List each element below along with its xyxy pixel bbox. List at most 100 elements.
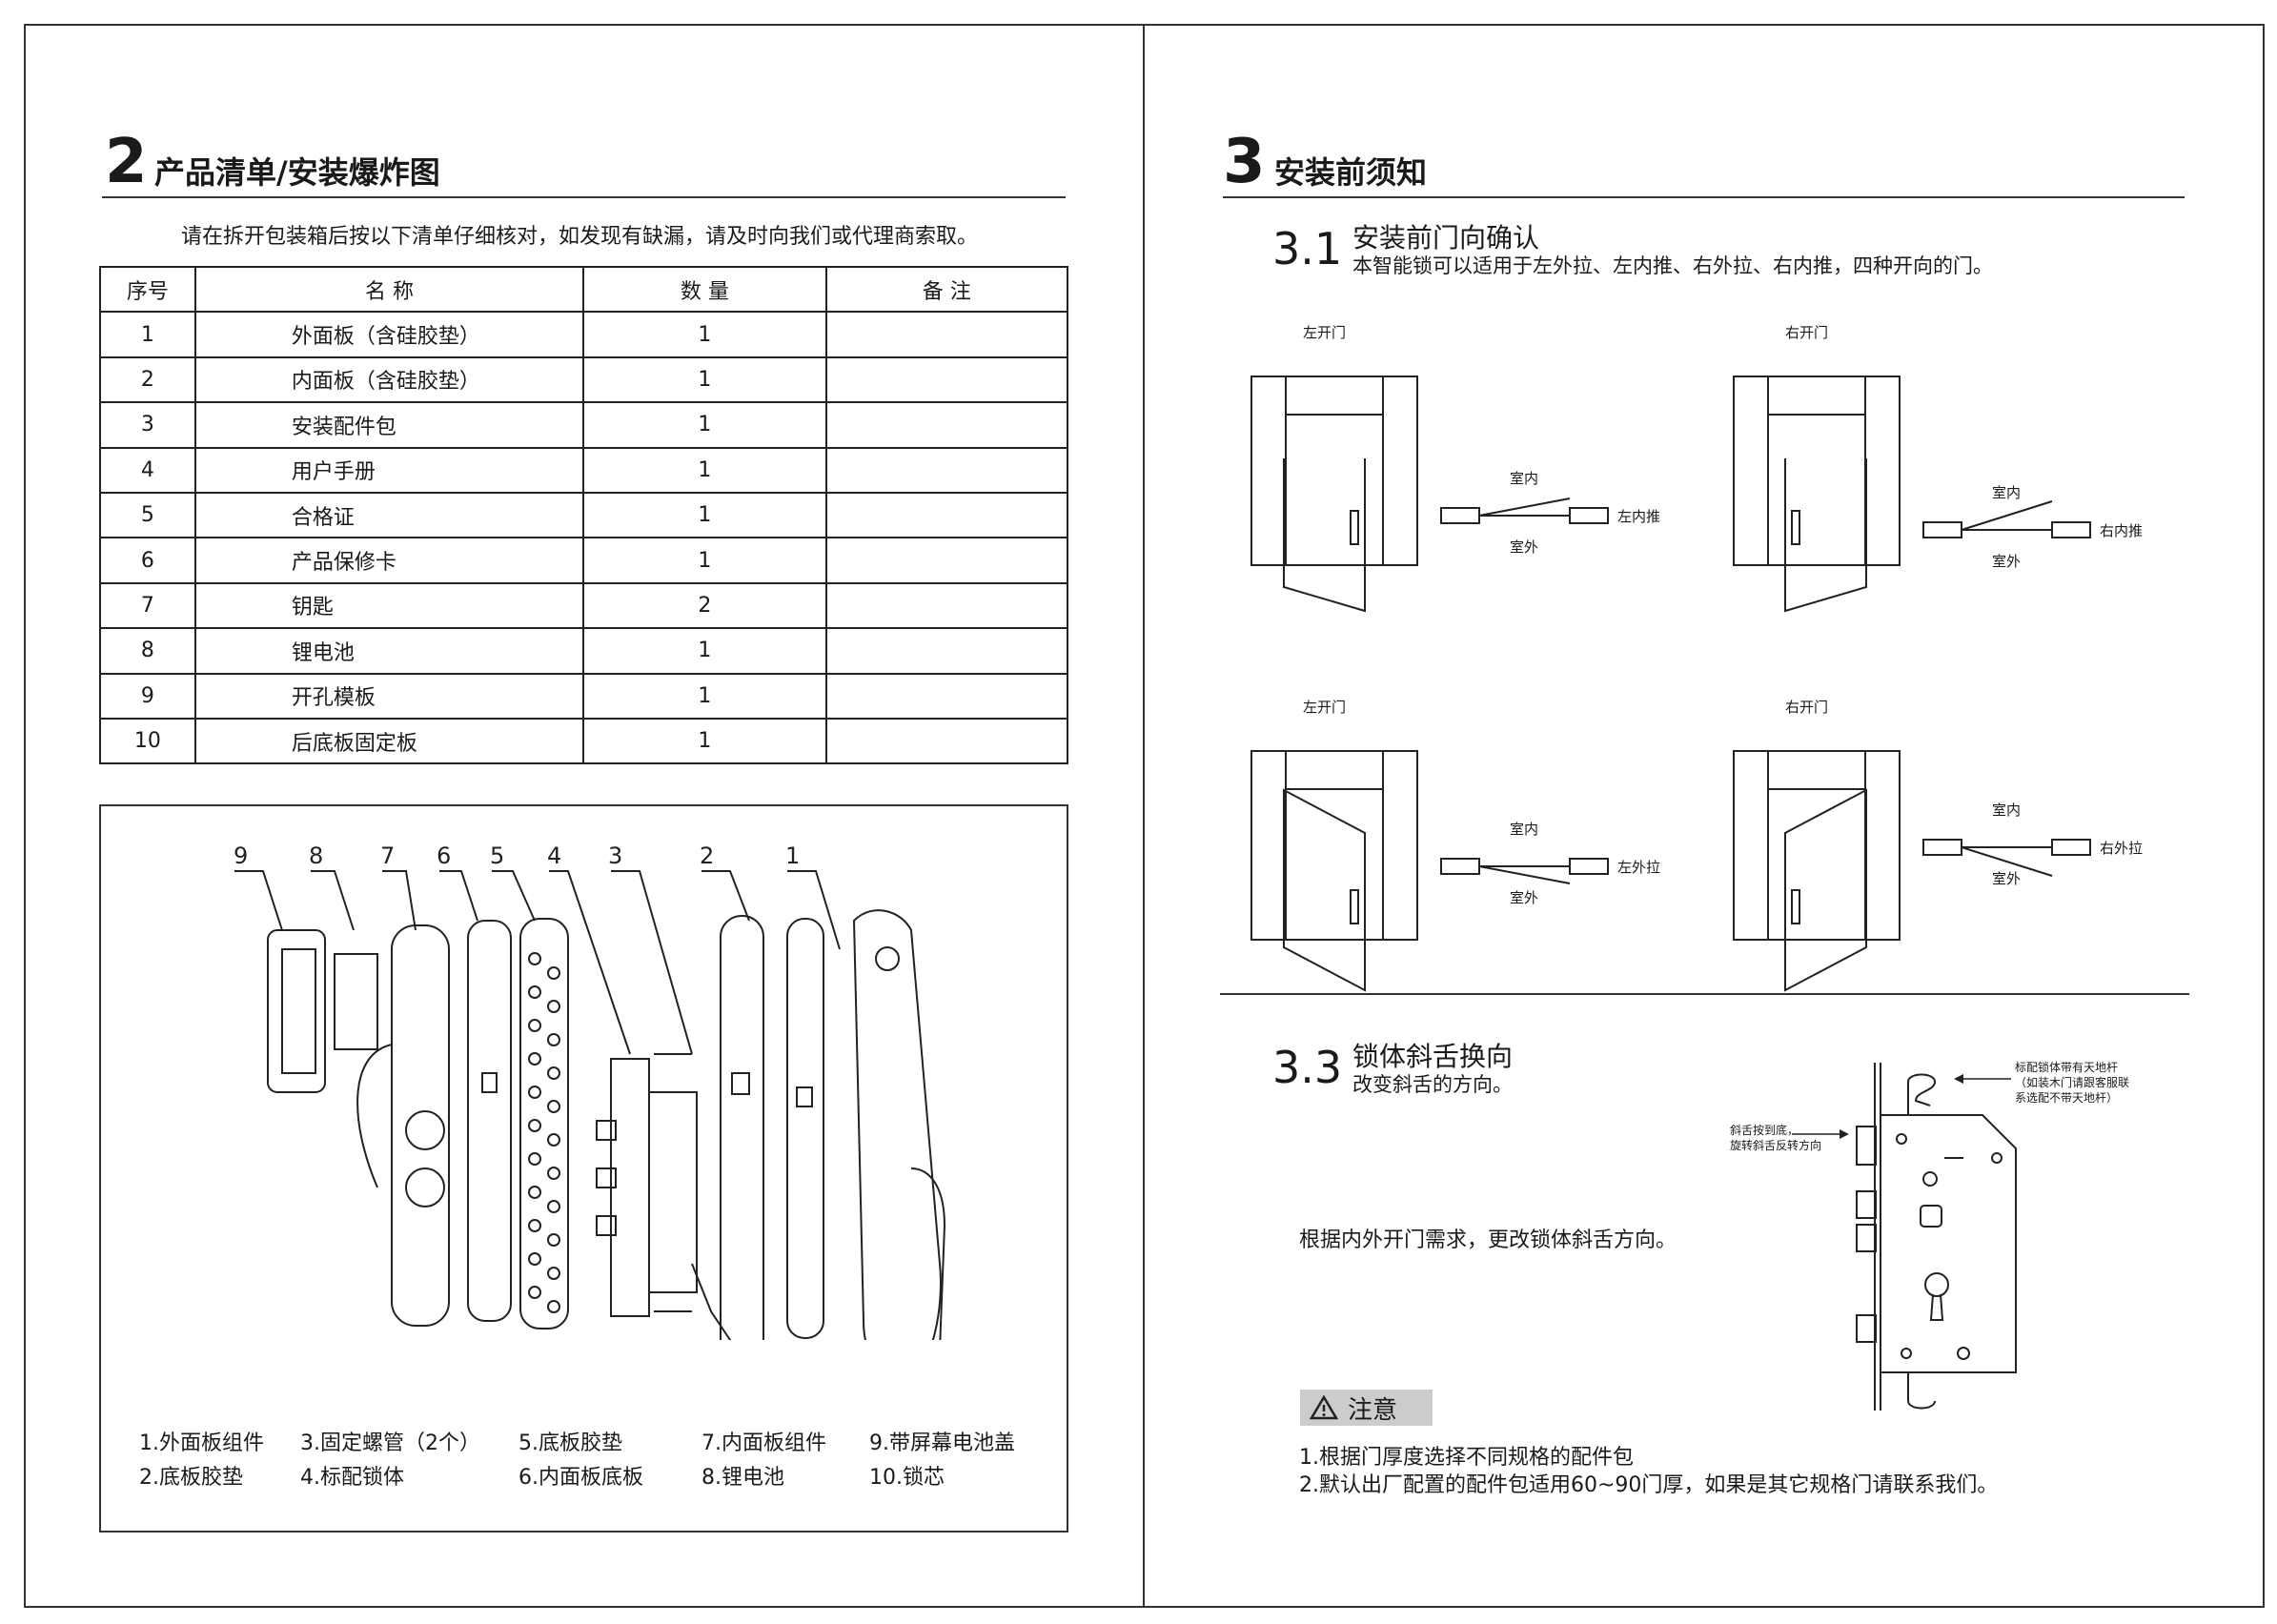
door-diagram: 左开门 室内 室外 左内推 xyxy=(1250,324,1708,635)
table-cell: 1 xyxy=(582,311,827,358)
arrow-icon xyxy=(1792,1129,1849,1139)
table-cell: 1 xyxy=(582,446,827,494)
subsection-number: 3.1 xyxy=(1272,223,1343,274)
outside-label: 室外 xyxy=(1992,553,2022,570)
outer-panel-part xyxy=(852,909,942,1340)
table-cell: 开孔模板 xyxy=(193,672,585,720)
inside-label: 室内 xyxy=(1992,484,2022,501)
table-cell: 1 xyxy=(582,491,827,539)
legend-item: 3.固定螺管（2个） xyxy=(300,1431,480,1455)
legend-item: 10.锁芯 xyxy=(869,1466,945,1490)
table-cell xyxy=(824,311,1069,358)
part-number-label: 7 xyxy=(380,842,395,869)
outside-label: 室外 xyxy=(1510,538,1539,556)
body-text: 根据内外开门需求，更改锁体斜舌方向。 xyxy=(1299,1228,1677,1252)
divider xyxy=(1223,196,2185,198)
part-number-label: 4 xyxy=(547,842,561,869)
table-cell xyxy=(824,401,1069,449)
part-number-label: 6 xyxy=(437,842,451,869)
outside-label: 室外 xyxy=(1992,870,2022,887)
subsection-subtitle: 本智能锁可以适用于左外拉、左内推、右外拉、右内推，四种开向的门。 xyxy=(1352,254,1993,277)
base-gasket-part xyxy=(519,918,569,1330)
part-number-label: 2 xyxy=(700,842,714,869)
table-cell: 1 xyxy=(582,717,827,765)
callout-line: 系选配不带天地杆） xyxy=(2015,1091,2119,1106)
door-diagram: 右开门 室内 室外 右内推 xyxy=(1733,324,2190,635)
table-cell xyxy=(824,627,1069,675)
part-number-label: 3 xyxy=(608,842,622,869)
table-cell: 锂电池 xyxy=(193,627,585,675)
door-type-label: 右内推 xyxy=(2100,522,2144,539)
divider xyxy=(102,196,1066,198)
section-number: 3 xyxy=(1223,127,1266,197)
legend-item: 2.底板胶垫 xyxy=(139,1466,243,1490)
table-cell: 合格证 xyxy=(193,491,585,539)
table-cell: 2 xyxy=(99,355,196,404)
column-header: 数 量 xyxy=(582,265,827,314)
intro-text: 请在拆开包装箱后按以下清单仔细核对，如发现有缺漏，请及时向我们或代理商索取。 xyxy=(181,225,979,249)
subsection-number: 3.3 xyxy=(1272,1042,1343,1093)
table-cell: 钥匙 xyxy=(193,581,585,630)
callout-line: 斜舌按到底， xyxy=(1730,1124,1799,1137)
inside-label: 室内 xyxy=(1510,821,1539,838)
note-item: 1.根据门厚度选择不同规格的配件包 xyxy=(1299,1446,1634,1470)
legend-item: 1.外面板组件 xyxy=(139,1431,264,1455)
note-item: 2.默认出厂配置的配件包适用60~90门厚，如果是其它规格门请联系我们。 xyxy=(1299,1473,1999,1497)
outer-gasket-part xyxy=(720,915,764,1340)
table-cell: 8 xyxy=(99,627,196,675)
table-cell: 外面板（含硅胶垫） xyxy=(193,311,585,358)
table-cell xyxy=(824,491,1069,539)
table-cell: 5 xyxy=(99,491,196,539)
section-title: 安装前须知 xyxy=(1274,154,1428,191)
exploded-diagram: 98765432110 xyxy=(234,842,946,1340)
legend-item: 6.内面板底板 xyxy=(518,1466,643,1490)
callout-left: 斜舌按到底， 旋转斜舌反转方向 xyxy=(1730,1123,1821,1153)
table-cell: 后底板固定板 xyxy=(193,717,585,765)
subsection-title: 锁体斜舌换向 xyxy=(1352,1041,1514,1072)
table-cell xyxy=(824,717,1069,765)
table-cell xyxy=(824,537,1069,584)
column-header: 名 称 xyxy=(193,265,585,314)
section-number: 2 xyxy=(105,127,148,197)
door-label: 左开门 xyxy=(1303,699,1347,716)
right-page xyxy=(1143,24,2265,1608)
part-number-label: 5 xyxy=(490,842,504,869)
table-cell: 3 xyxy=(99,401,196,449)
part-number-label: 1 xyxy=(785,842,800,869)
callout-line: （如装木门请跟客服联 xyxy=(2015,1076,2130,1090)
part-number-label: 8 xyxy=(309,842,323,869)
divider xyxy=(1220,993,2189,995)
table-cell: 1 xyxy=(582,401,827,449)
column-header: 备 注 xyxy=(824,265,1069,314)
table-cell: 内面板（含硅胶垫） xyxy=(193,355,585,404)
warning-icon xyxy=(1310,1395,1338,1420)
table-cell xyxy=(824,355,1069,404)
note-label: 注意 xyxy=(1348,1395,1398,1425)
door-type-label: 右外拉 xyxy=(2100,840,2144,857)
outer-gasket-2-part xyxy=(786,918,824,1339)
table-cell: 1 xyxy=(582,627,827,675)
legend-item: 8.锂电池 xyxy=(701,1466,784,1490)
table-cell: 2 xyxy=(582,581,827,630)
callout-right: 标配锁体带有天地杆 （如装木门请跟客服联 系选配不带天地杆） xyxy=(2015,1060,2129,1106)
table-cell: 1 xyxy=(99,311,196,358)
table-cell: 7 xyxy=(99,581,196,630)
part-number-label: 9 xyxy=(234,842,248,869)
table-cell xyxy=(824,446,1069,494)
outside-label: 室外 xyxy=(1510,889,1539,906)
legend-item: 7.内面板组件 xyxy=(701,1431,826,1455)
table-cell xyxy=(824,672,1069,720)
battery-part xyxy=(334,953,378,1050)
callout-line: 旋转斜舌反转方向 xyxy=(1730,1139,1822,1153)
column-header: 序号 xyxy=(99,265,196,314)
inner-panel-base-part xyxy=(467,920,512,1322)
table-cell: 10 xyxy=(99,717,196,765)
table-cell: 1 xyxy=(582,672,827,720)
